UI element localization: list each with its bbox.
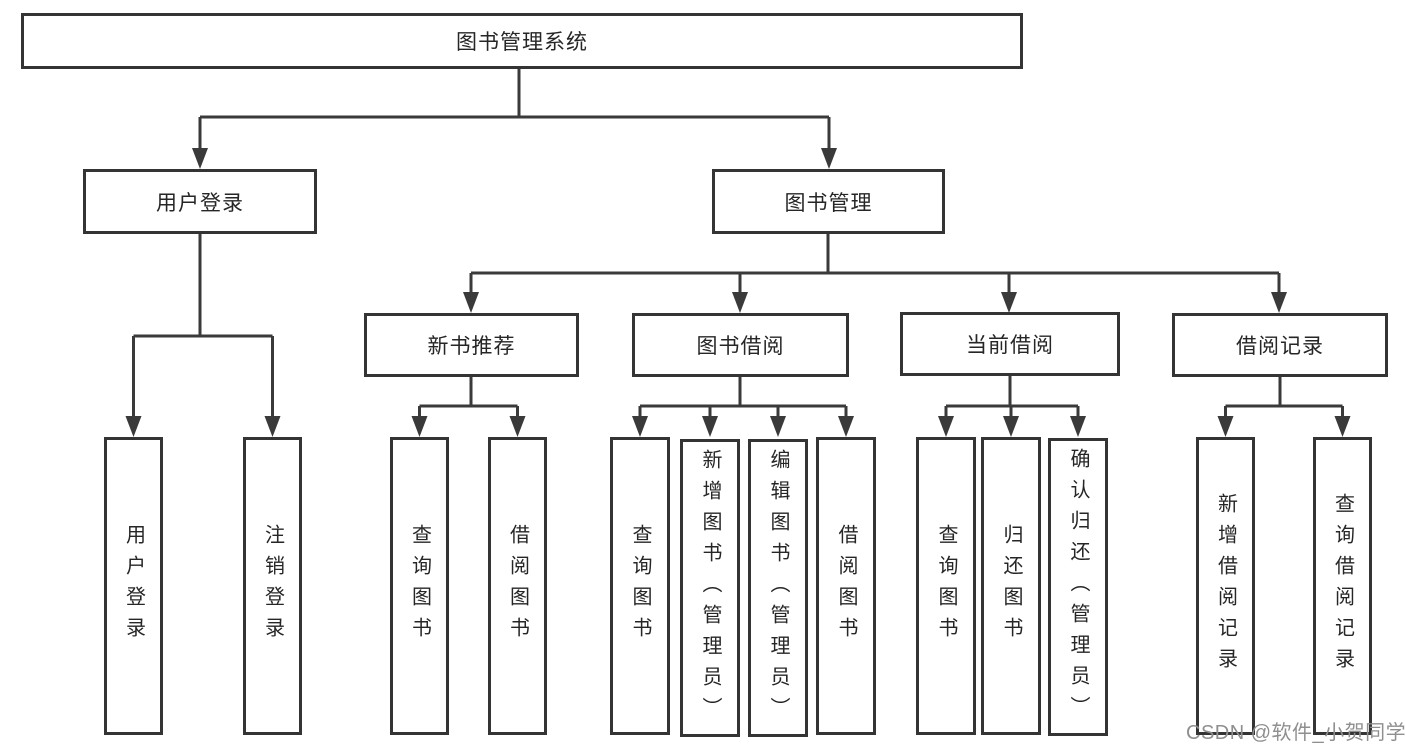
node-borrowing-records-label: 借阅记录 [1236,335,1324,358]
leaf-query-borrow-record-label: 查询借阅记录 [1331,493,1354,679]
leaf-logout: 注销登录 [243,437,302,735]
node-user-login: 用户登录 [83,169,317,234]
leaf-user-login: 用户登录 [104,437,163,735]
node-root: 图书管理系统 [21,13,1023,69]
leaf-query-books-3-label: 查询图书 [935,524,957,648]
leaf-query-borrow-record: 查询借阅记录 [1313,437,1372,735]
node-borrowing-records: 借阅记录 [1172,313,1388,377]
leaf-add-borrow-record-label: 新增借阅记录 [1214,493,1237,679]
watermark-text: CSDN @软件_小贺同学 [1186,722,1405,744]
node-book-borrowing: 图书借阅 [632,313,849,377]
leaf-query-books-2: 查询图书 [610,437,670,735]
leaf-confirm-return-admin: 确认归还（管理员） [1048,438,1108,736]
node-new-book-recommendation: 新书推荐 [364,313,579,377]
leaf-add-books-admin: 新增图书（管理员） [680,439,740,737]
leaf-return-books: 归还图书 [981,437,1041,735]
node-user-login-label: 用户登录 [156,191,244,215]
leaf-query-books-2-label: 查询图书 [629,524,651,648]
node-current-borrowing-label: 当前借阅 [966,334,1054,357]
node-book-borrowing-label: 图书借阅 [696,335,785,358]
arrowheads [125,148,1351,437]
leaf-query-books-1-label: 查询图书 [408,524,431,648]
node-book-management: 图书管理 [712,169,945,234]
node-new-book-recommendation-label: 新书推荐 [427,335,516,358]
leaf-add-borrow-record: 新增借阅记录 [1196,437,1255,735]
leaf-borrow-books-1: 借阅图书 [488,437,547,735]
leaf-borrow-books-2-label: 借阅图书 [835,524,857,648]
leaf-borrow-books-2: 借阅图书 [816,437,876,735]
leaf-borrow-books-1-label: 借阅图书 [506,524,529,648]
leaf-logout-label: 注销登录 [261,524,284,648]
leaf-return-books-label: 归还图书 [1000,524,1022,648]
node-book-management-label: 图书管理 [784,191,873,215]
leaf-add-books-admin-label: 新增图书（管理员） [699,448,721,728]
leaf-confirm-return-admin-label: 确认归还（管理员） [1067,447,1089,727]
node-current-borrowing: 当前借阅 [900,312,1120,376]
leaf-user-login-label: 用户登录 [122,524,145,648]
leaf-query-books-3: 查询图书 [916,437,976,735]
leaf-query-books-1: 查询图书 [390,437,449,735]
leaf-edit-books-admin: 编辑图书（管理员） [748,439,808,737]
node-root-label: 图书管理系统 [456,31,588,54]
leaf-edit-books-admin-label: 编辑图书（管理员） [767,448,789,728]
